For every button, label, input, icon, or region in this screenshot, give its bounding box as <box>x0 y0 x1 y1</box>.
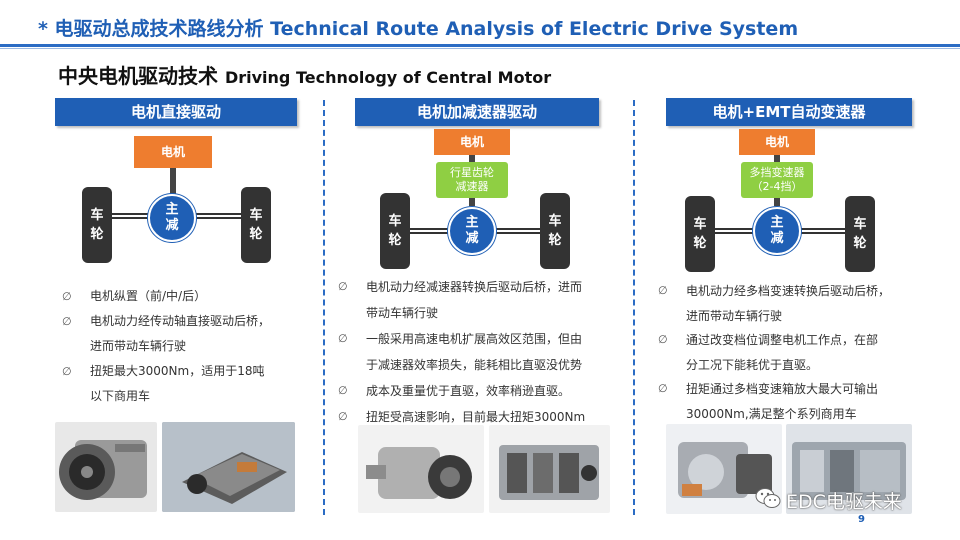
motor-photo-2 <box>162 422 295 512</box>
column-heading-reducer-drive: 电机加减速器驱动 <box>355 98 599 126</box>
drive-shaft <box>774 155 780 163</box>
bullet-icon: ∅ <box>658 333 668 346</box>
section-title-en: Driving Technology of Central Motor <box>224 68 552 87</box>
bullet-icon: ∅ <box>658 382 668 395</box>
list-item: ∅电机动力经减速器转换后驱动后桥，进而带动车辆行驶 <box>338 274 623 326</box>
bullet-icon: ∅ <box>338 384 348 397</box>
emt-photo-2 <box>786 424 912 514</box>
bullet-icon: ∅ <box>62 290 72 303</box>
left-wheel: 车轮 <box>82 187 112 263</box>
motor-photo-1 <box>55 422 157 512</box>
main-reducer: 主减 <box>753 207 801 255</box>
multi-gear-transmission-block: 多挡变速器（2-4挡） <box>741 162 813 198</box>
reducer-photo-1 <box>358 425 484 513</box>
drive-shaft-lower <box>774 198 780 206</box>
left-wheel: 车轮 <box>685 196 715 272</box>
header-title: * 电驱动总成技术路线分析 Technical Route Analysis o… <box>38 18 799 40</box>
motor-block: 电机 <box>434 129 510 155</box>
wechat-icon <box>755 488 781 508</box>
reducer-photo-2 <box>489 425 610 513</box>
planetary-reducer-block: 行星齿轮减速器 <box>436 162 508 198</box>
header-divider <box>0 44 960 47</box>
list-item: ∅扭矩受高速影响，目前最大扭矩3000Nm <box>338 404 623 430</box>
section-title-cn: 中央电机驱动技术 <box>58 64 225 88</box>
bullet-icon: ∅ <box>658 284 668 297</box>
main-reducer: 主减 <box>148 194 196 242</box>
bullet-icon: ∅ <box>62 315 72 328</box>
watermark-text: EDC电驱未来 <box>786 491 902 513</box>
emt-drive-bullets: ∅电机动力经多档变速转换后驱动后桥，进而带动车辆行驶 ∅通过改变档位调整电机工作… <box>658 279 948 426</box>
list-item: ∅电机纵置（前/中/后） <box>62 284 317 309</box>
column-separator-1 <box>323 100 325 515</box>
bullet-icon: ∅ <box>62 365 72 378</box>
list-item: ∅一般采用高速电机扩展高效区范围，但由于减速器效率损失，能耗相比直驱没优势 <box>338 326 623 378</box>
left-wheel: 车轮 <box>380 193 410 269</box>
right-wheel: 车轮 <box>241 187 271 263</box>
drive-shaft <box>469 155 475 163</box>
bullet-icon: ∅ <box>338 332 348 345</box>
right-wheel: 车轮 <box>540 193 570 269</box>
column-heading-direct-drive: 电机直接驱动 <box>55 98 297 126</box>
reducer-drive-bullets: ∅电机动力经减速器转换后驱动后桥，进而带动车辆行驶 ∅一般采用高速电机扩展高效区… <box>338 274 623 430</box>
right-wheel: 车轮 <box>845 196 875 272</box>
drive-shaft <box>170 168 176 194</box>
bullet-icon: ∅ <box>338 280 348 293</box>
column-heading-emt-drive: 电机+EMT自动变速器 <box>666 98 912 126</box>
section-title: 中央电机驱动技术 Driving Technology of Central M… <box>58 60 551 89</box>
list-item: ∅扭矩最大3000Nm，适用于18吨以下商用车 <box>62 359 317 409</box>
main-reducer: 主减 <box>448 207 496 255</box>
page-number: 9 <box>858 514 865 525</box>
drive-shaft-lower <box>469 198 475 206</box>
motor-block: 电机 <box>739 129 815 155</box>
header-divider-thin <box>0 48 960 49</box>
motor-block: 电机 <box>134 136 212 168</box>
bullet-icon: ∅ <box>338 410 348 423</box>
list-item: ∅电机动力经传动轴直接驱动后桥，进而带动车辆行驶 <box>62 309 317 359</box>
direct-drive-bullets: ∅电机纵置（前/中/后） ∅电机动力经传动轴直接驱动后桥，进而带动车辆行驶 ∅扭… <box>62 284 317 409</box>
list-item: ∅通过改变档位调整电机工作点，在部分工况下能耗优于直驱。 <box>658 328 948 377</box>
column-separator-2 <box>633 100 635 515</box>
emt-photo-1 <box>666 424 782 514</box>
list-item: ∅电机动力经多档变速转换后驱动后桥，进而带动车辆行驶 <box>658 279 948 328</box>
list-item: ∅成本及重量优于直驱，效率稍逊直驱。 <box>338 378 623 404</box>
